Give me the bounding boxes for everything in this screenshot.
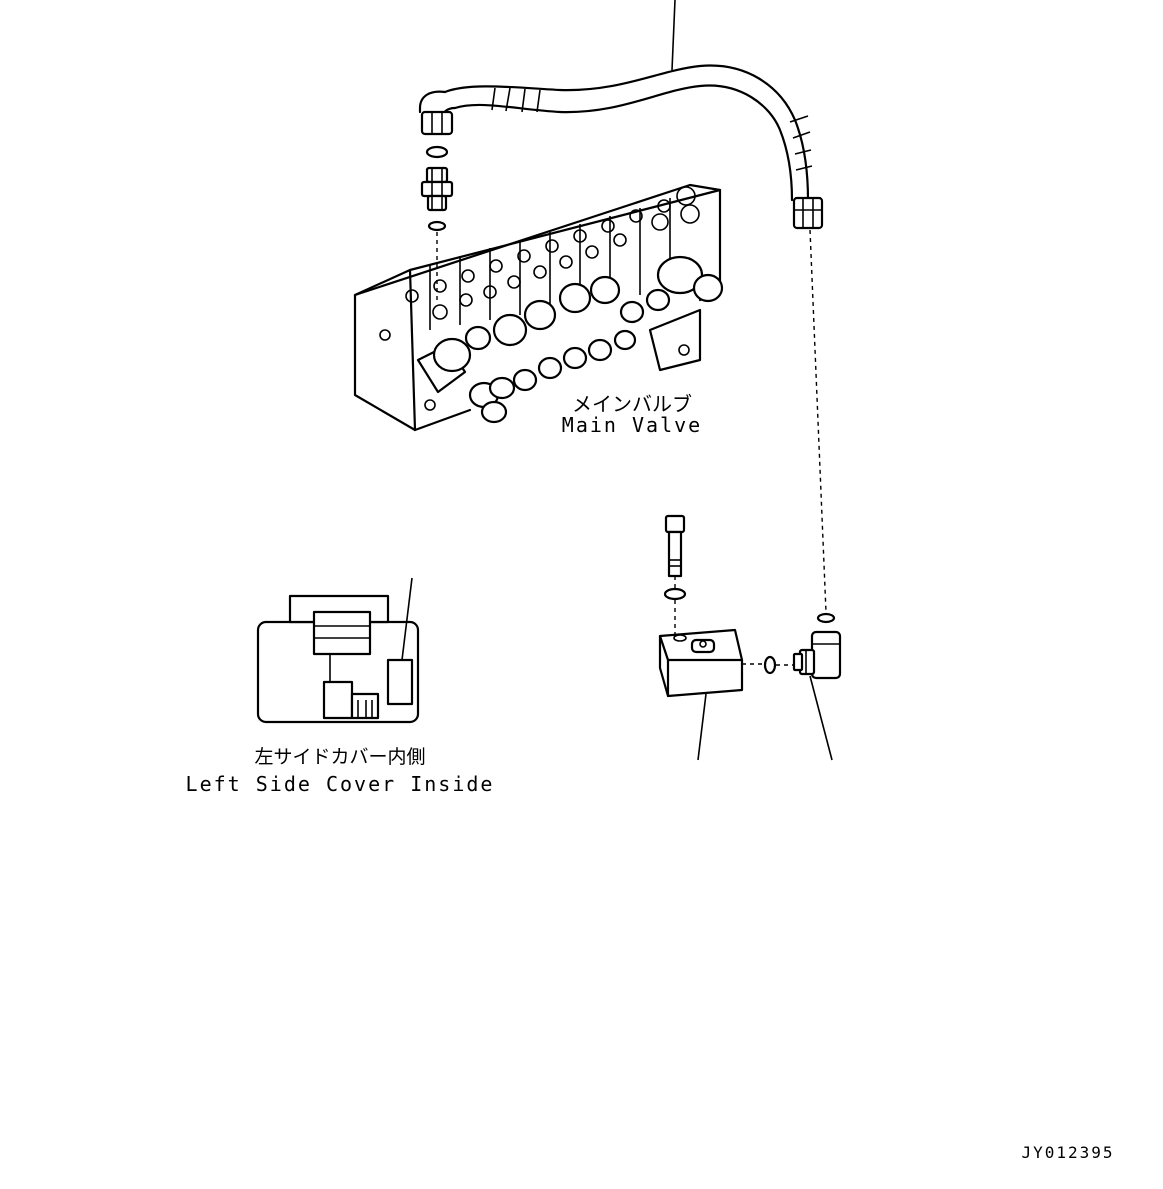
drawing-id: JY012395 bbox=[1021, 1143, 1114, 1162]
main-valve-label-jp: メインバルブ bbox=[572, 392, 692, 416]
left-cover-label-en: Left Side Cover Inside bbox=[186, 772, 495, 796]
o-ring-icon bbox=[425, 145, 449, 159]
cover-inside-icon bbox=[256, 577, 420, 724]
fitting-icon bbox=[420, 166, 454, 212]
main-valve-icon bbox=[353, 183, 724, 432]
main-valve-label-en: Main Valve bbox=[562, 413, 702, 437]
washer-icon bbox=[663, 587, 687, 601]
o-ring-icon bbox=[427, 220, 447, 232]
bolt-icon bbox=[664, 514, 686, 578]
left-cover-label-jp: 左サイドカバー内側 bbox=[254, 746, 425, 768]
o-ring-icon bbox=[816, 612, 836, 624]
hose-icon bbox=[418, 0, 824, 230]
o-ring-icon bbox=[763, 655, 777, 675]
elbow-icon bbox=[792, 630, 842, 761]
block-icon bbox=[658, 628, 744, 761]
